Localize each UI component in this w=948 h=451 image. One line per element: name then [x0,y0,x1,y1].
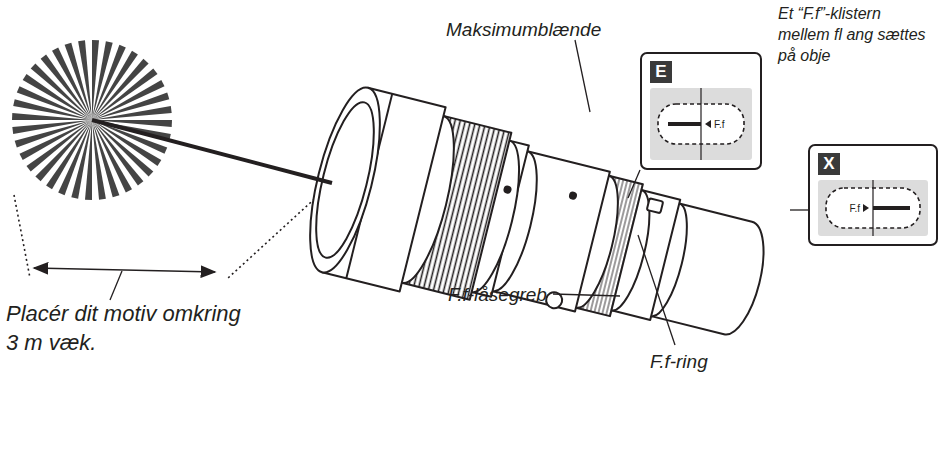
callout-label: F.f-låsegreb [448,283,588,308]
lens-body [296,81,782,375]
mount-mark-symbol [650,88,752,160]
star-wedge [17,86,92,120]
mark-text: F.f [848,203,861,214]
callout-letter: E [650,61,672,83]
star-wedge [92,40,99,120]
star-wedge [58,120,92,195]
callout-label: Placér dit motiv omkring 3 m væk. [6,300,256,357]
optical-axis [92,120,332,183]
star-wedge [92,106,172,120]
mark-text: F.f [713,119,726,130]
callout-box: F.f X [808,144,938,246]
star-wedge [85,120,92,200]
leader-lines [553,40,808,345]
callout-label: Maksimumblænde [446,18,646,43]
distance-arrow [34,268,215,272]
star-wedge [23,74,92,120]
dimension-extension [14,182,333,278]
callout-letter: X [818,153,840,175]
star-wedge [92,51,138,120]
callout-label: Et “F.f”-klistern mellem fl ang sættes p… [778,4,928,66]
mount-mark-symbol [818,180,928,236]
callout-ground: F.f [650,88,752,160]
star-wedge [12,120,92,134]
star-wedge [92,45,126,120]
star-wedge [78,40,92,120]
star-wedge [12,113,92,120]
star-wedge [92,120,106,200]
callout-ground: F.f [818,180,928,236]
star-wedge [46,120,92,189]
callout-box: F.f E [640,52,762,170]
leader-line [110,271,122,300]
star-wedge [92,120,161,166]
callout-label: F.f-ring [650,350,770,375]
